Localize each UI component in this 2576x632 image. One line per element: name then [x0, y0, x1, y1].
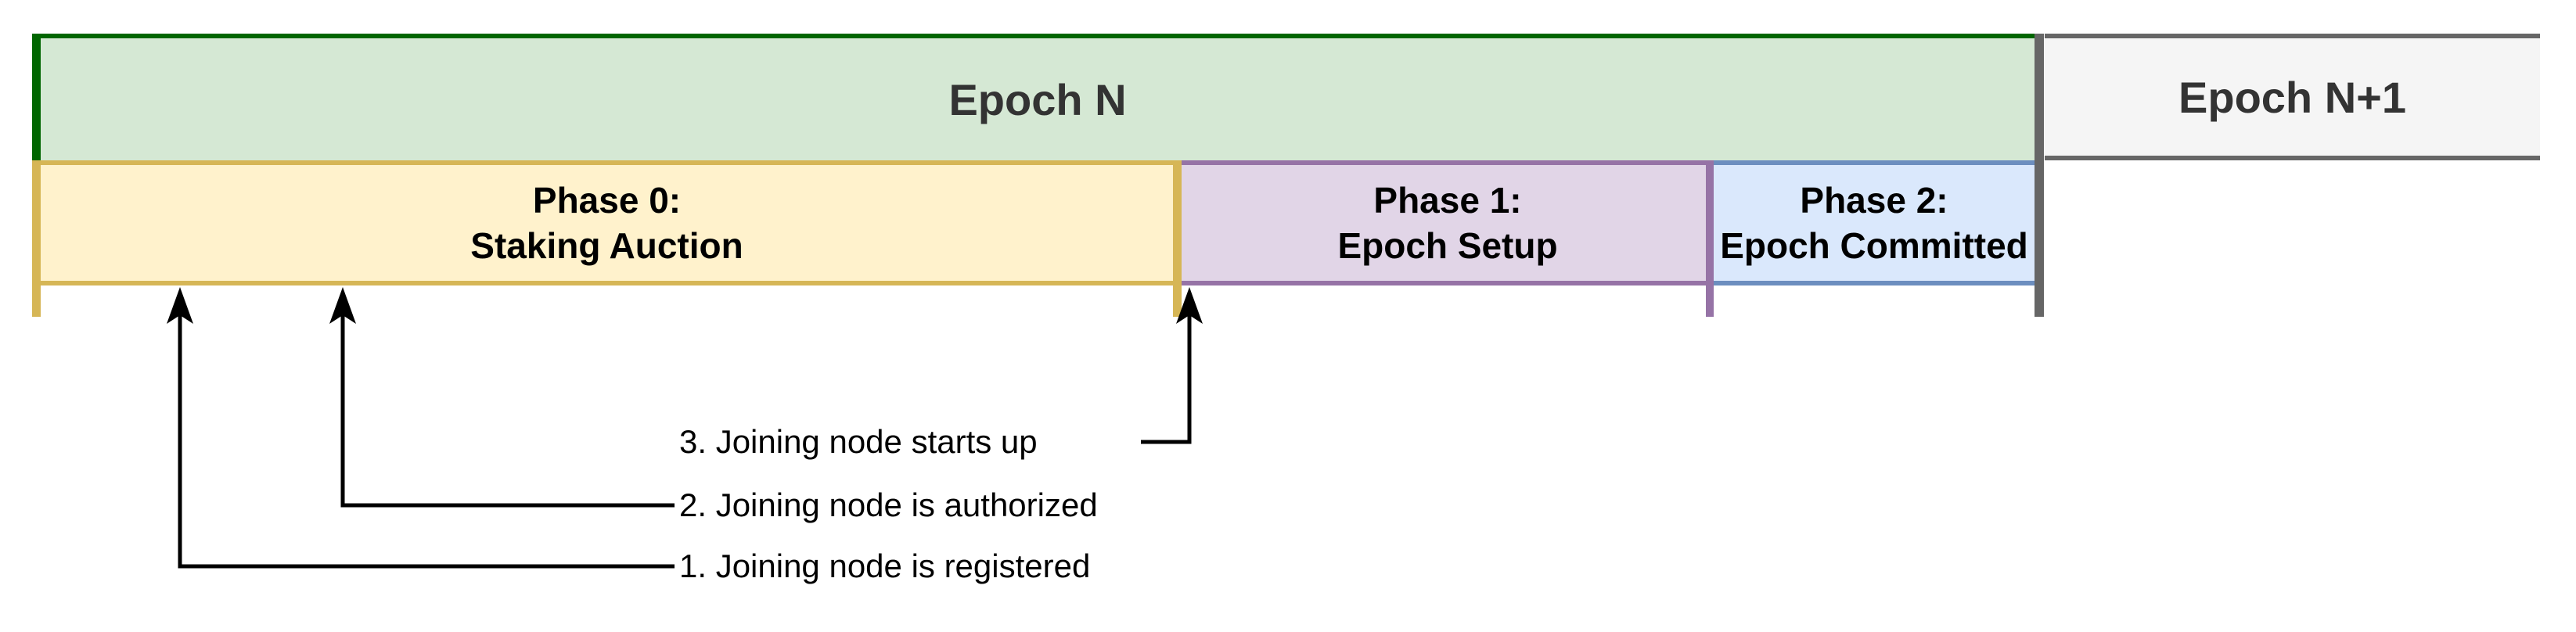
epoch-n-plus-1-bar: Epoch N+1 [2045, 34, 2540, 160]
phase-0-label-line2: Staking Auction [470, 225, 743, 266]
phase-0-label-line1: Phase 0: [532, 180, 682, 221]
phase-2-label-line2: Epoch Committed [1720, 225, 2028, 266]
arrow-up-icon [167, 287, 193, 324]
epoch-n-plus-1-title: Epoch N+1 [2178, 72, 2406, 122]
phase-0-staking-auction-bar: Phase 0: Staking Auction [32, 160, 1182, 285]
arrow-node-authorized [329, 287, 675, 508]
phase-1-epoch-setup-bar: Phase 1: Epoch Setup [1182, 160, 1714, 285]
phase-1-label-line1: Phase 1: [1373, 180, 1522, 221]
phase-0-left-edge-tick [32, 160, 41, 317]
epoch-n-title: Epoch N [948, 74, 1127, 124]
phase-0-right-edge-tick [1173, 160, 1182, 317]
phase-2-label-line1: Phase 2: [1800, 180, 1948, 221]
phase-1-label-line2: Epoch Setup [1337, 225, 1558, 266]
arrow-node-registered [167, 287, 675, 569]
annotation-node-authorized: 2. Joining node is authorized [679, 487, 1098, 523]
annotation-node-starts-up: 3. Joining node starts up [679, 423, 1038, 460]
arrow-node-starts-up [1141, 287, 1203, 444]
phase-1-right-edge-tick [1706, 160, 1714, 317]
arrow-up-icon [329, 287, 356, 324]
annotation-node-registered: 1. Joining node is registered [679, 548, 1091, 584]
phase-2-epoch-committed-bar: Phase 2: Epoch Committed [1714, 160, 2035, 285]
epoch-n-bar: Epoch N [32, 34, 2035, 160]
epoch-boundary-divider [2035, 34, 2044, 317]
